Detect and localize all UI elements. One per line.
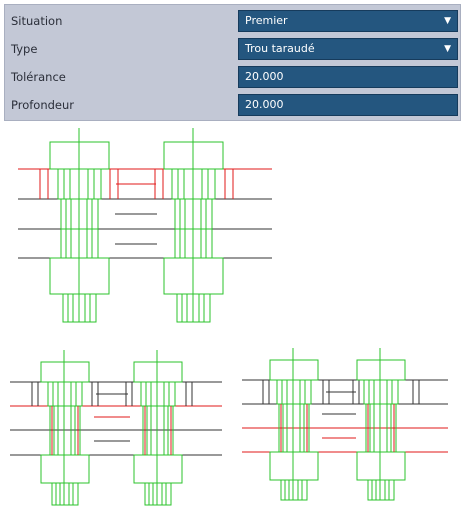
bolt-right [163, 128, 224, 323]
thread-highlight [51, 406, 172, 455]
type-dropdown[interactable]: Trou taraudé ▼ [238, 38, 458, 60]
property-row-tolerance: Tolérance 20.000 [5, 63, 460, 91]
depth-input[interactable]: 20.000 [238, 94, 458, 116]
dropdown-arrow-icon: ▼ [444, 16, 451, 26]
property-label: Type [11, 42, 38, 56]
property-row-depth: Profondeur 20.000 [5, 91, 460, 119]
drawing-top [18, 128, 272, 323]
middle-marks [115, 213, 157, 245]
property-row-situation: Situation Premier ▼ [5, 7, 460, 35]
clearance-lines [31, 382, 193, 442]
bolt-left [49, 128, 110, 323]
property-label: Tolérance [11, 70, 66, 84]
bolt-right [133, 350, 183, 506]
property-row-type: Type Trou taraudé ▼ [5, 35, 460, 63]
clearance-lines [39, 169, 234, 199]
dropdown-arrow-icon: ▼ [444, 44, 451, 54]
bolt-left [40, 350, 90, 506]
properties-panel: Situation Premier ▼ Type Trou taraudé ▼ … [4, 4, 461, 121]
input-value: 20.000 [245, 98, 284, 111]
drawing-bottom-left [10, 350, 222, 506]
dropdown-value: Premier [245, 14, 288, 27]
property-label: Profondeur [11, 98, 75, 112]
clearance-lines [262, 380, 420, 415]
bolt-left [269, 348, 319, 501]
situation-dropdown[interactable]: Premier ▼ [238, 10, 458, 32]
property-label: Situation [11, 14, 63, 28]
tolerance-input[interactable]: 20.000 [238, 66, 458, 88]
dropdown-value: Trou taraudé [245, 42, 315, 55]
input-value: 20.000 [245, 70, 284, 83]
thread-highlight [280, 404, 395, 452]
bolt-right [356, 348, 406, 501]
drawing-bottom-right [242, 348, 448, 501]
